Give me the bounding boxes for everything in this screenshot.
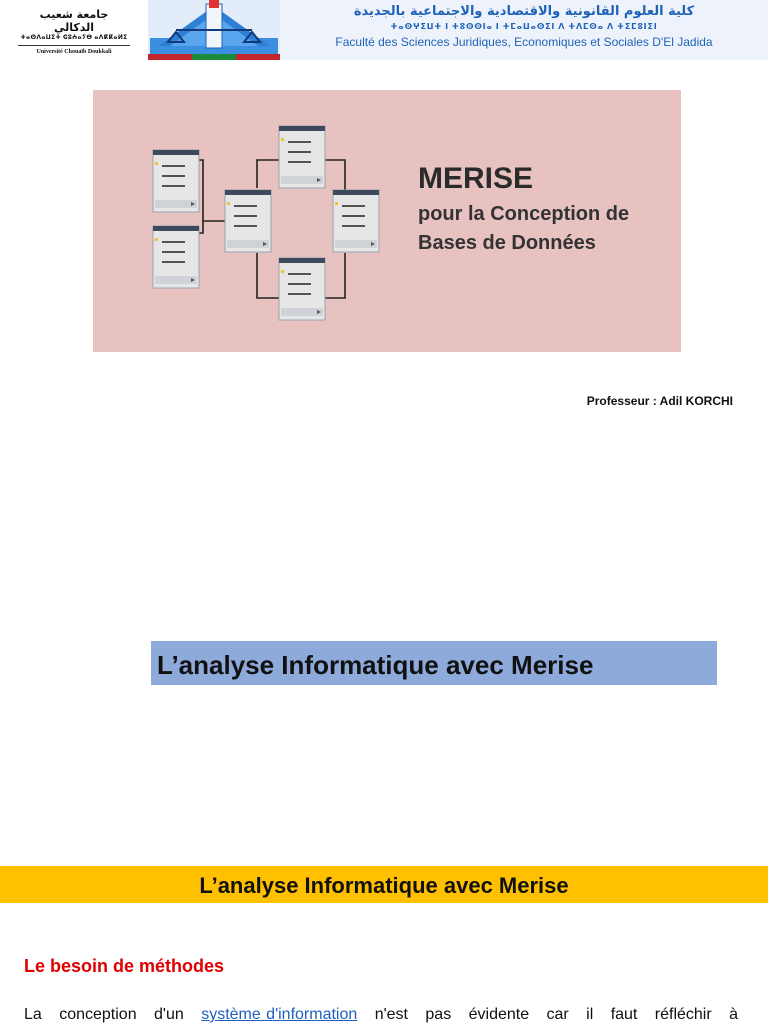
database-diagram-icon <box>152 125 380 321</box>
table-card-icon <box>224 189 272 253</box>
paragraph-text-start: La conception d'un <box>24 1006 184 1023</box>
table-card-icon <box>332 189 380 253</box>
table-card-icon <box>278 257 326 321</box>
table-card-icon <box>152 225 200 289</box>
body-paragraph: La conception d'un système d'information… <box>24 1004 738 1026</box>
section-title-bar: L’analyse Informatique avec Merise <box>0 866 768 903</box>
faculty-name-arabic: كلية العلوم القانونية والاقتصادية والاجت… <box>353 4 695 19</box>
section-heading: Le besoin de méthodes <box>24 956 225 976</box>
document-title: L’analyse Informatique avec Merise <box>151 641 717 685</box>
university-logo: جامعة شعيب الدكالي ⵜⴰⵙⴷⴰⵡⵉⵜ ⵛⵓⵄⴰⵢⴱ ⴰⴷⴽⴽⴰ… <box>18 8 130 58</box>
university-name-arabic: جامعة شعيب الدكالي <box>39 8 109 34</box>
table-card-icon <box>278 125 326 189</box>
cover-subtitle: pour la Conception de Bases de Données <box>418 203 630 254</box>
faculty-name-french: Faculté des Sciences Juridiques, Economi… <box>335 35 713 49</box>
university-name-tifinagh: ⵜⴰⵙⴷⴰⵡⵉⵜ ⵛⵓⵄⴰⵢⴱ ⴰⴷⴽⴽⴰⵍⵉ <box>20 35 128 41</box>
cover-title: MERISE <box>418 162 534 195</box>
faculty-banner: كلية العلوم القانونية والاقتصادية والاجت… <box>148 0 768 60</box>
faculty-name-tifinagh: ⵜⴰⵙⵖⵉⵡⵜ ⵏ ⵜⵓⵙⵙⵏⴰ ⵏ ⵜⵎⴰⵡⴰⵙⵉⵏ ⴷ ⵜⴷⵎⵙⴰ ⴷ ⵜⵉ… <box>390 22 658 31</box>
university-name-french: Université Chouaïb Doukkali <box>18 45 130 56</box>
professor-name: Professeur : Adil KORCHI <box>586 394 733 408</box>
information-system-link[interactable]: système d'information <box>201 1006 358 1023</box>
cover-illustration: MERISE pour la Conception de Bases de Do… <box>93 90 681 352</box>
faculty-emblem-icon <box>148 0 280 60</box>
table-card-icon <box>152 149 200 213</box>
paragraph-text-end: n'est pas évidente car il faut réfléchir… <box>374 1006 739 1023</box>
